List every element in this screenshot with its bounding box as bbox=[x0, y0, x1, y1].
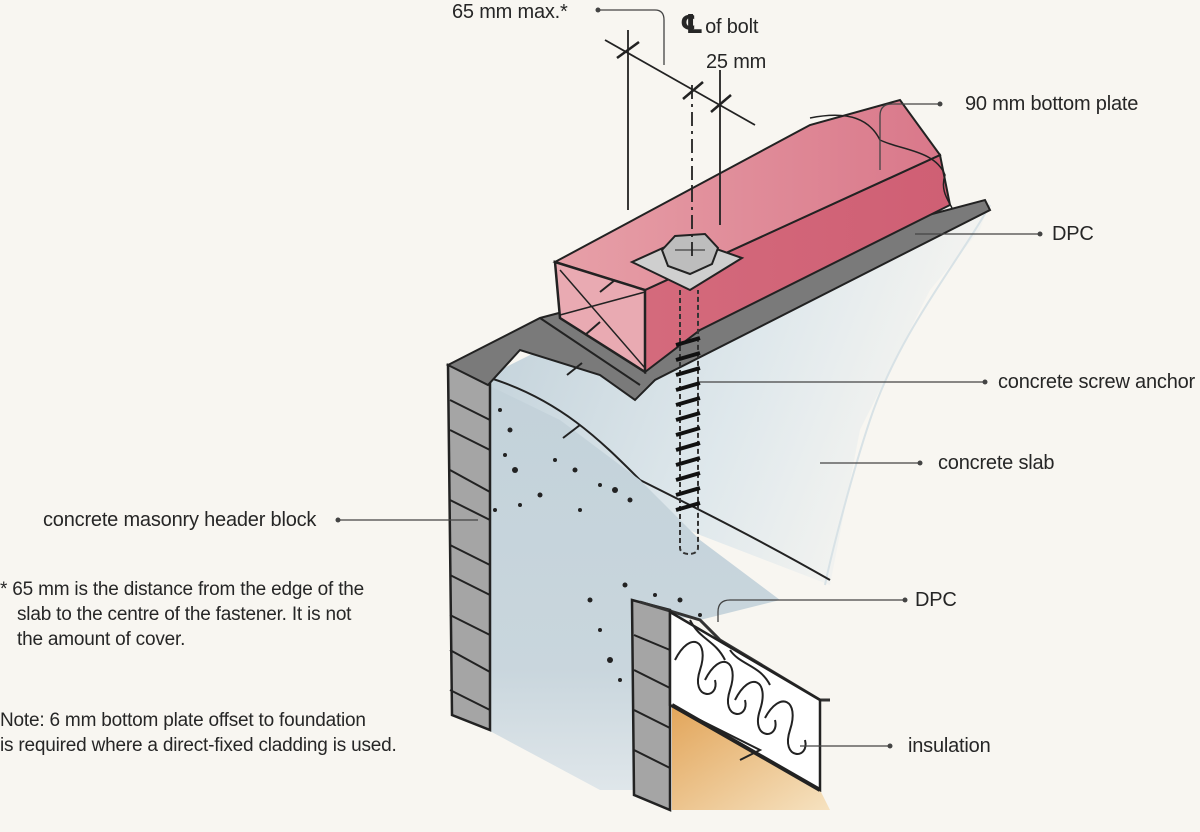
footnote-line-2: slab to the centre of the fastener. It i… bbox=[17, 604, 352, 625]
centreline-symbol: ℄ bbox=[680, 9, 704, 39]
footnote-line-1: * 65 mm is the distance from the edge of… bbox=[0, 579, 365, 600]
label-concrete-slab: concrete slab bbox=[938, 452, 1055, 474]
label-screw-anchor: concrete screw anchor bbox=[998, 371, 1196, 393]
masonry-joints bbox=[449, 399, 491, 711]
label-25mm: 25 mm bbox=[706, 51, 767, 73]
label-65mm-max: 65 mm max.* bbox=[452, 1, 568, 23]
note: Note: 6 mm bottom plate offset to founda… bbox=[0, 708, 397, 758]
centreline-text: of bolt bbox=[705, 16, 759, 38]
dpc-fold bbox=[539, 317, 641, 386]
footnote-line-3: the amount of cover. bbox=[17, 629, 186, 650]
subfloor-fill bbox=[672, 705, 830, 810]
insulation-base bbox=[671, 703, 821, 792]
masonry-inner-block bbox=[630, 598, 672, 812]
label-dpc-bottom: DPC bbox=[915, 589, 957, 611]
plate-end-cross bbox=[559, 269, 646, 369]
footnote: * 65 mm is the distance from the edge of… bbox=[0, 577, 364, 652]
note-line-2: is required where a direct-fixed claddin… bbox=[0, 735, 397, 756]
slab-broken-edge bbox=[824, 204, 991, 586]
insulation-tab bbox=[699, 719, 763, 761]
note-line-1: Note: 6 mm bottom plate offset to founda… bbox=[0, 710, 366, 731]
plate-broken-end bbox=[809, 114, 953, 209]
aggregate-speckles bbox=[493, 408, 702, 682]
insulation-loops bbox=[674, 619, 807, 755]
concrete-screw-anchor bbox=[675, 290, 701, 555]
dimension-lines bbox=[562, 30, 756, 439]
inner-masonry-joints bbox=[633, 634, 671, 769]
leader-dots bbox=[335, 7, 1043, 749]
label-insulation: insulation bbox=[908, 735, 991, 757]
label-bottom-plate: 90 mm bottom plate bbox=[965, 93, 1139, 115]
slab-edge-line bbox=[489, 377, 831, 581]
label-header-block: concrete masonry header block bbox=[43, 509, 317, 531]
foundation-wall-face bbox=[488, 385, 780, 790]
bolt-nut bbox=[660, 232, 720, 276]
label-centreline-of-bolt: ℄of bolt bbox=[680, 9, 759, 39]
leader-lines bbox=[338, 9, 1040, 747]
label-dpc-top: DPC bbox=[1052, 223, 1094, 245]
